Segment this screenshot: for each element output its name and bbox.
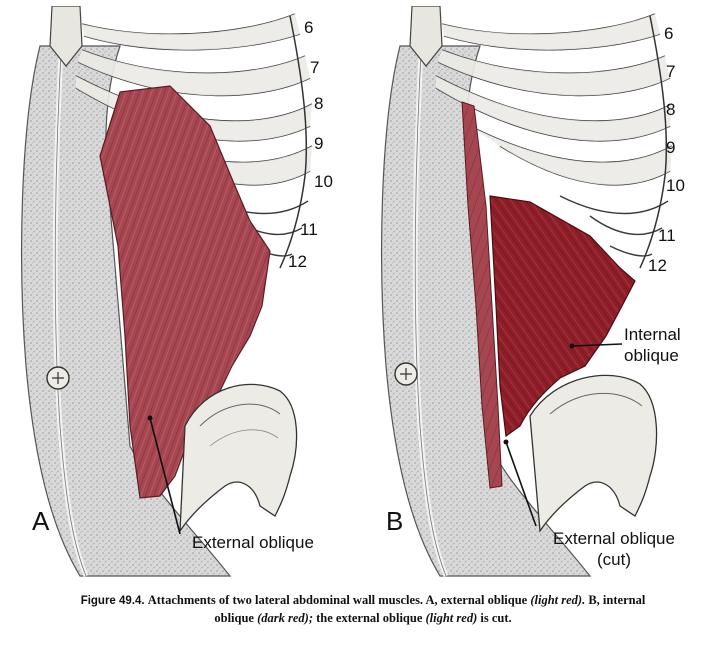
rib-number-12: 12 xyxy=(648,256,667,275)
rib-number-9: 9 xyxy=(314,134,324,153)
rib-fills xyxy=(76,14,312,185)
iliac-crest xyxy=(529,374,658,533)
rib-number-6: 6 xyxy=(664,24,674,43)
rib-number-7: 7 xyxy=(666,62,676,81)
caption-text-3: B, internal xyxy=(588,593,646,607)
panel-letter-b: B xyxy=(386,506,404,536)
caption-text-7: (light red) xyxy=(425,611,478,625)
rib-number-6: 6 xyxy=(304,18,314,37)
rib-number-12: 12 xyxy=(288,252,307,271)
rib-number-10: 10 xyxy=(666,176,685,195)
label-external-oblique-cut-line1: External oblique xyxy=(553,529,675,548)
panel-b: 6 7 8 9 10 11 12 B Internal oblique Exte… xyxy=(360,6,710,580)
rib-number-7: 7 xyxy=(310,58,320,77)
internal-oblique-muscle xyxy=(489,195,636,438)
rib-number-10: 10 xyxy=(314,172,333,191)
label-internal-oblique: Internal oblique xyxy=(624,324,681,366)
sternum xyxy=(409,6,443,67)
label-external-oblique-a: External oblique xyxy=(192,533,314,552)
rib-number-8: 8 xyxy=(666,100,676,119)
label-external-oblique-cut-line2: (cut) xyxy=(597,550,631,569)
panel-letter-a: A xyxy=(32,506,50,536)
external-oblique-cut xyxy=(461,101,503,489)
label-internal-oblique-line1: Internal xyxy=(624,325,681,344)
leader-internal-oblique xyxy=(571,343,623,347)
caption-text-8: is cut. xyxy=(480,611,512,625)
caption-text-5: (dark red); xyxy=(257,611,313,625)
sternum xyxy=(49,6,83,67)
caption-text-2: (light red). xyxy=(530,593,586,607)
caption-text-6: the external oblique xyxy=(316,611,423,625)
rib-number-11: 11 xyxy=(300,220,318,239)
panel-a: 6 7 8 9 10 11 12 A External oblique xyxy=(0,6,350,580)
caption-text-1: Attachments of two lateral abdominal wal… xyxy=(147,593,528,607)
rib-number-11: 11 xyxy=(658,226,676,245)
panel-a-illustration xyxy=(21,6,313,577)
figure-caption: Figure 49.4. Attachments of two lateral … xyxy=(28,592,698,627)
label-external-oblique-cut: External oblique (cut) xyxy=(526,528,702,570)
leader-external-oblique-cut xyxy=(505,441,537,527)
rib-number-8: 8 xyxy=(314,94,324,113)
iliac-crest xyxy=(179,383,298,534)
leader-external-oblique xyxy=(149,417,181,535)
label-internal-oblique-line2: oblique xyxy=(624,346,679,365)
rib-number-9: 9 xyxy=(666,138,676,157)
caption-text-4: oblique xyxy=(214,611,254,625)
rib-fills xyxy=(436,14,672,185)
caption-figure-label: Figure 49.4. xyxy=(80,595,145,607)
panel-b-illustration xyxy=(381,6,673,577)
